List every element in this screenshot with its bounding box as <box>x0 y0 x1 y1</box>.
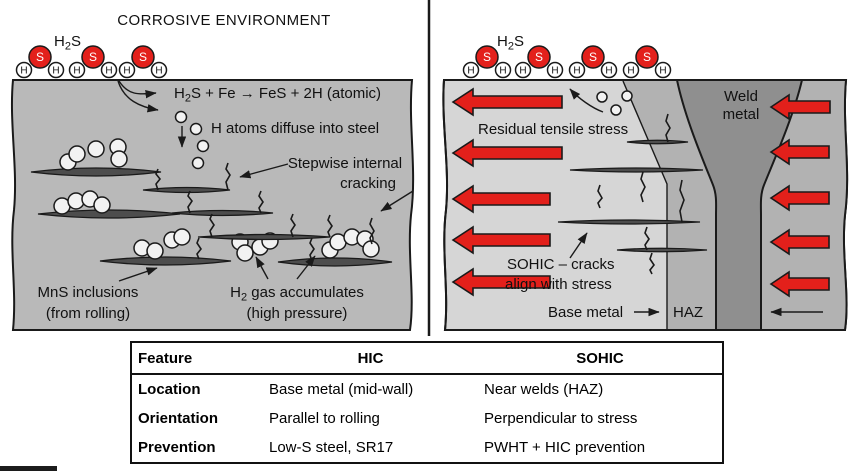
svg-text:S: S <box>535 50 543 64</box>
svg-text:H: H <box>20 66 27 77</box>
row-label: Location <box>138 381 201 398</box>
sulfur-atom-icon <box>527 45 551 69</box>
svg-text:S: S <box>36 50 44 64</box>
comparison-table: Feature HIC SOHIC Location Base metal (m… <box>130 341 724 464</box>
h2s-label: H2S <box>54 33 81 53</box>
block-outline <box>442 79 849 331</box>
corrosive-environment-title: CORROSIVE ENVIRONMENT <box>117 12 330 29</box>
table-row: Location Base metal (mid-wall) Near weld… <box>131 374 723 404</box>
h2s-label: H2S <box>497 33 524 53</box>
svg-text:H: H <box>73 66 80 77</box>
pointer-arrow <box>239 163 289 179</box>
svg-text:H: H <box>105 66 112 77</box>
weld-metal-label: Weld <box>724 88 758 105</box>
sohic-label: SOHIC – cracks <box>507 256 615 273</box>
svg-text:H: H <box>499 66 506 77</box>
h2-bubbles <box>133 228 191 260</box>
h-diffusion-label: H atoms diffuse into steel <box>211 120 379 137</box>
h2-bubbles <box>59 138 128 171</box>
h2s-molecule: S H H <box>568 45 618 79</box>
stepwise-cracking-label: Stepwise internal <box>288 155 402 172</box>
pointer-arrow <box>118 267 158 282</box>
sohic-cell: PWHT + HIC prevention <box>484 439 646 456</box>
svg-text:H: H <box>551 66 558 77</box>
h2s-molecule: S H H <box>462 45 512 79</box>
sohic-cell: Near welds (HAZ) <box>484 381 604 398</box>
sohic-cell: Perpendicular to stress <box>484 410 638 427</box>
svg-text:S: S <box>643 50 651 64</box>
residual-stress-arrows <box>769 93 831 298</box>
hic-cell: Base metal (mid-wall) <box>269 381 414 398</box>
svg-text:H: H <box>627 66 634 77</box>
bottom-edge-artifact <box>0 466 57 471</box>
sulfur-atom-icon <box>475 45 499 69</box>
stepwise-cracking-label: cracking <box>340 175 396 192</box>
sulfur-atom-icon <box>81 45 105 69</box>
h2s-molecule: S H H <box>118 45 168 79</box>
escape-arrow <box>569 88 604 113</box>
h2s-molecule: S H H <box>514 45 564 79</box>
table-header-hic: HIC <box>263 342 478 375</box>
h2-bubbles <box>53 190 111 215</box>
svg-text:S: S <box>483 50 491 64</box>
base-metal-label: Base metal <box>548 304 623 321</box>
svg-text:H: H <box>467 66 474 77</box>
haz-label: HAZ <box>673 304 703 321</box>
svg-text:H: H <box>573 66 580 77</box>
diffusion-curve-arrow <box>117 80 159 113</box>
svg-text:H: H <box>155 66 162 77</box>
left-panel-hic: CORROSIVE ENVIRONMENT H2S S H H S H H S … <box>10 12 415 331</box>
h2-gas-label: (high pressure) <box>247 305 348 322</box>
sulfur-atom-icon <box>635 45 659 69</box>
crack-staircase <box>142 162 375 262</box>
pointer-arrow <box>255 256 269 280</box>
table-header-row: Feature HIC SOHIC <box>131 342 723 375</box>
hic-cell: Low-S steel, SR17 <box>269 439 394 456</box>
svg-text:S: S <box>589 50 597 64</box>
h2s-molecule: S H H <box>68 45 118 79</box>
table-row: Orientation Parallel to rolling Perpendi… <box>131 404 723 433</box>
svg-text:S: S <box>89 50 97 64</box>
svg-text:H: H <box>519 66 526 77</box>
hydrogen-atoms-group <box>174 110 210 170</box>
sulfur-atom-icon <box>28 45 52 69</box>
svg-text:H: H <box>123 66 130 77</box>
weld-metal-label: metal <box>723 106 760 123</box>
right-panel-sohic: H2S S H H S H H S H H S H H <box>442 33 849 331</box>
sohic-cracks <box>557 113 708 275</box>
residual-stress-label: Residual tensile stress <box>478 121 628 138</box>
h2s-molecule: S H H <box>15 45 65 79</box>
sulfur-atom-icon <box>581 45 605 69</box>
pointer-arrow <box>569 232 588 259</box>
sohic-label: align with stress <box>505 276 612 293</box>
svg-text:S: S <box>139 50 147 64</box>
residual-stress-arrows <box>451 87 563 297</box>
row-label: Prevention <box>138 439 216 456</box>
table-row: Prevention Low-S steel, SR17 PWHT + HIC … <box>131 433 723 463</box>
hydrogen-atoms-group <box>596 90 633 116</box>
table-header-sohic: SOHIC <box>478 342 723 375</box>
reaction-equation: H2S + Fe → FeS + 2H (atomic) <box>174 85 381 105</box>
pointer-arrow <box>380 190 414 212</box>
reaction-arrow <box>118 80 157 99</box>
h2-bubbles <box>321 228 380 259</box>
svg-text:H: H <box>52 66 59 77</box>
h2s-molecule: S H H <box>622 45 672 79</box>
mns-inclusions-label: MnS inclusions <box>38 284 139 301</box>
hic-cell: Parallel to rolling <box>269 410 380 427</box>
h2-gas-label: H2 gas accumulates <box>230 284 364 304</box>
table-header-feature: Feature <box>131 342 263 375</box>
svg-text:H: H <box>605 66 612 77</box>
row-label: Orientation <box>138 410 219 427</box>
pointer-arrow <box>296 255 316 280</box>
haz-boundary <box>622 80 668 330</box>
mns-inclusions-label: (from rolling) <box>46 305 130 322</box>
svg-text:H: H <box>659 66 666 77</box>
sulfur-atom-icon <box>131 45 155 69</box>
